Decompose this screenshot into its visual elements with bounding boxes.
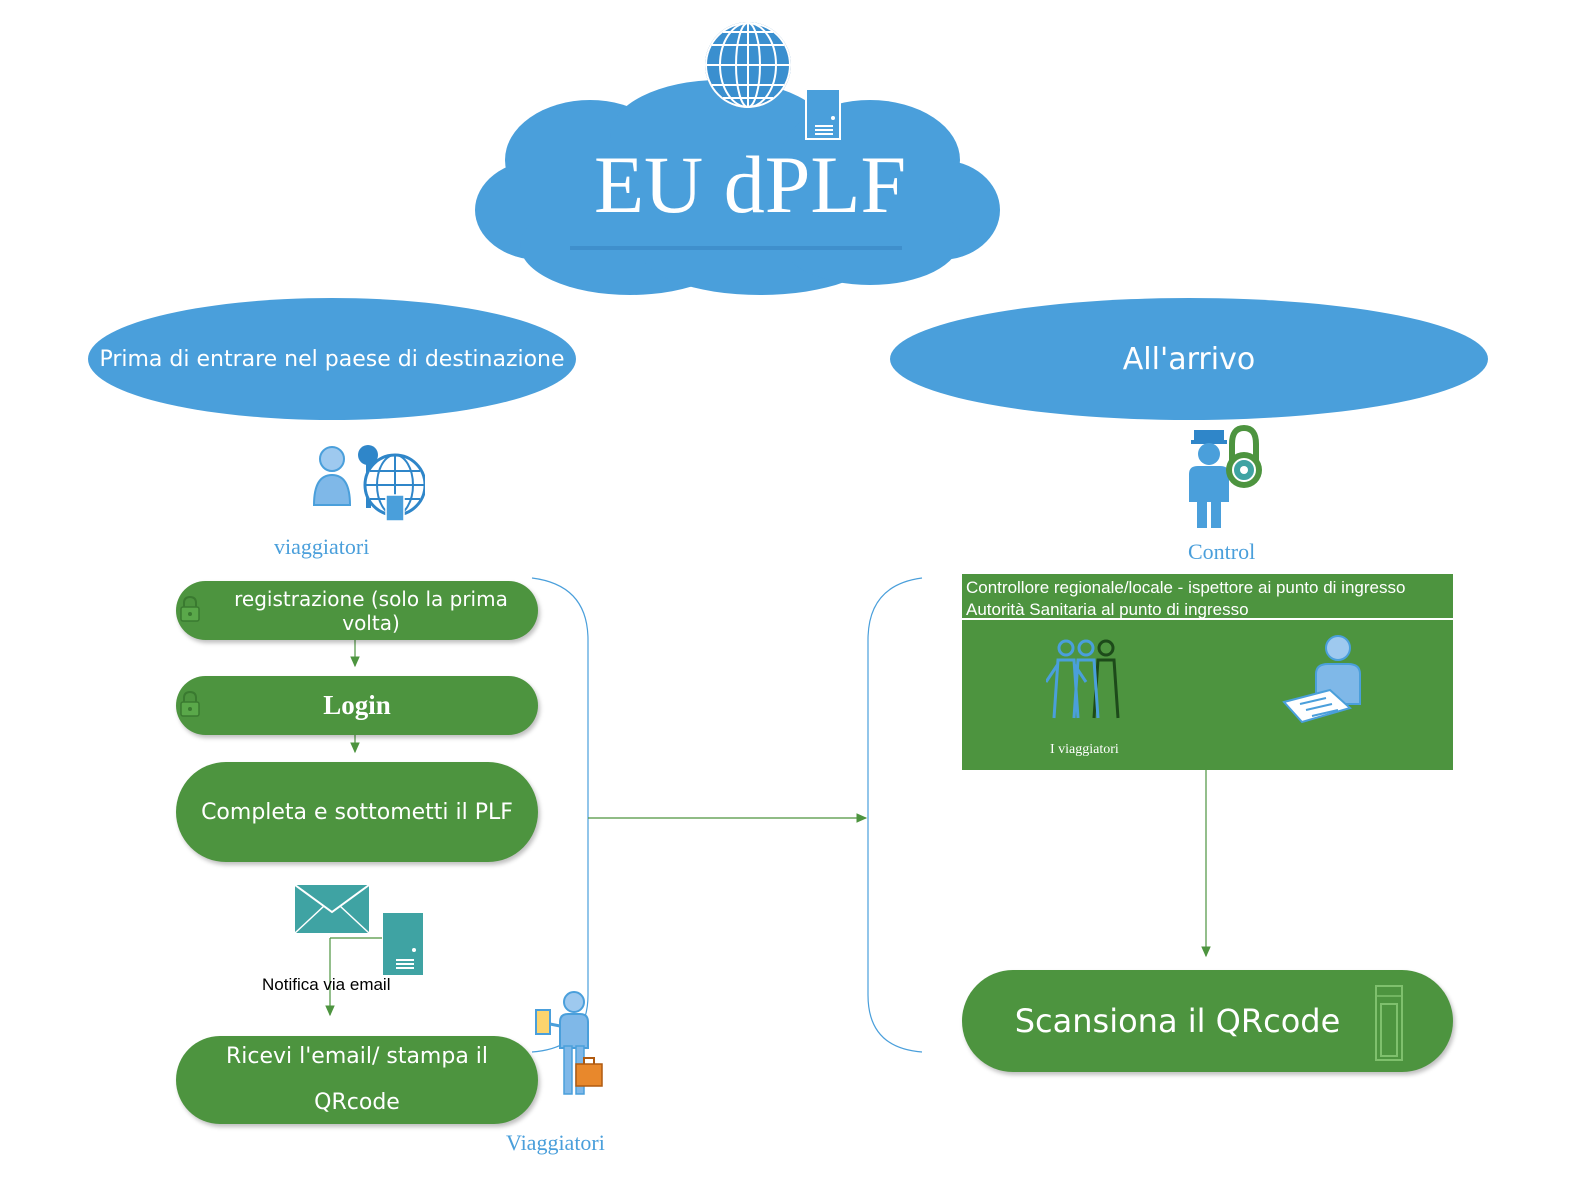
step-receive-email-label: Ricevi l'email/ stampa il QRcode (225, 1044, 489, 1115)
left-brace (531, 577, 589, 1053)
right-heading-text: All'arrivo (1122, 341, 1256, 377)
step-complete-plf: Completa e sottometti il PLF (176, 762, 538, 862)
diagram-title: EU dPLF (593, 139, 907, 230)
server-icon (383, 913, 423, 975)
control-box-header: Controllore regionale/locale - ispettore… (962, 574, 1453, 620)
travelers-group-icon (1046, 639, 1120, 719)
traveler-suitcase-icon (535, 991, 603, 1095)
step-scan-qrcode-label: Scansiona il QRcode (1014, 1002, 1341, 1040)
inspector-icon (1282, 635, 1361, 724)
server-icon (805, 88, 841, 140)
lock-icon (180, 690, 200, 717)
step-complete-plf-label: Completa e sottometti il PLF (201, 799, 513, 825)
step-receive-email: Ricevi l'email/ stampa il QRcode (176, 1036, 538, 1124)
qr-scanner-icon (1375, 985, 1403, 1061)
control-box-line2: Autorità Sanitaria al punto di ingresso (966, 600, 1249, 619)
bottom-caption: Viaggiatori (506, 1130, 605, 1155)
control-box-line1: Controllore regionale/locale - ispettore… (966, 578, 1406, 597)
step-registration: registrazione (solo la prima volta) (176, 581, 538, 640)
left-actor-caption: viaggiatori (274, 534, 370, 559)
step-login-label: Login (323, 690, 391, 720)
travelers-group-label: I viaggiatori (1050, 742, 1119, 757)
lock-icon (180, 595, 200, 622)
right-actor-caption: Control (1188, 539, 1256, 564)
globe-icon (705, 22, 791, 108)
right-brace (867, 577, 923, 1053)
cloud-shape (475, 80, 1000, 295)
right-heading: All'arrivo (890, 298, 1488, 420)
step-registration-label: registrazione (solo la prima volta) (234, 586, 508, 635)
control-box: Controllore regionale/locale - ispettore… (962, 574, 1453, 770)
notification-label: Notifica via email (262, 975, 391, 994)
email-icon (294, 884, 370, 934)
user-key-globe-icon (312, 445, 425, 522)
left-heading: Prima di entrare nel paese di destinazio… (88, 298, 576, 420)
step-login: Login (176, 676, 538, 735)
step-scan-qrcode: Scansiona il QRcode (962, 970, 1453, 1072)
left-heading-text: Prima di entrare nel paese di destinazio… (99, 346, 565, 372)
officer-lock-icon (1189, 424, 1262, 528)
